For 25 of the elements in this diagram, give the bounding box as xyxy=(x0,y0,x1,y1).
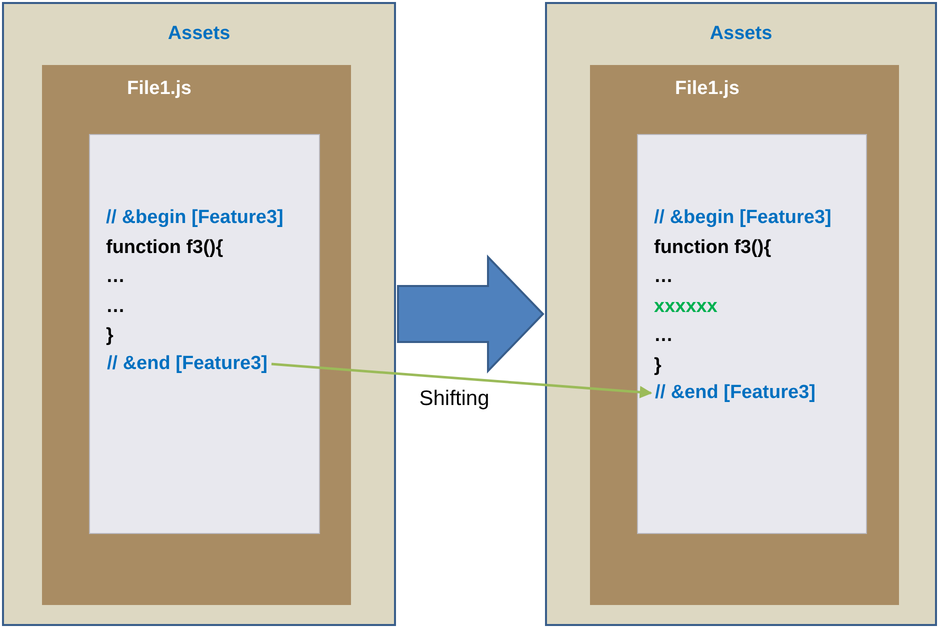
file-panel xyxy=(590,65,899,605)
code-comment: // &begin [Feature3] xyxy=(654,207,832,229)
assets-container xyxy=(545,2,937,626)
block-arrow xyxy=(397,254,544,374)
code-line: xxxxxx xyxy=(654,296,718,318)
code-line: … xyxy=(654,266,673,288)
code-line: … xyxy=(654,325,673,347)
code-line: } xyxy=(106,325,114,347)
code-panel xyxy=(637,134,867,534)
file-panel xyxy=(42,65,351,605)
file-name: File1.js xyxy=(675,78,740,100)
arrow xyxy=(271,362,652,398)
code-comment: // &end [Feature3] xyxy=(655,382,816,404)
container-title: Assets xyxy=(708,23,774,45)
code-line: … xyxy=(106,266,125,288)
container-title: Assets xyxy=(166,23,232,45)
code-line: } xyxy=(654,354,662,376)
code-line: … xyxy=(106,296,125,318)
file-name: File1.js xyxy=(127,78,192,100)
code-line: function f3(){ xyxy=(654,236,772,258)
code-comment: // &begin [Feature3] xyxy=(106,207,284,229)
code-panel xyxy=(89,134,320,534)
code-comment: // &end [Feature3] xyxy=(107,353,268,375)
code-line: function f3(){ xyxy=(106,236,224,258)
assets-container xyxy=(2,2,396,626)
